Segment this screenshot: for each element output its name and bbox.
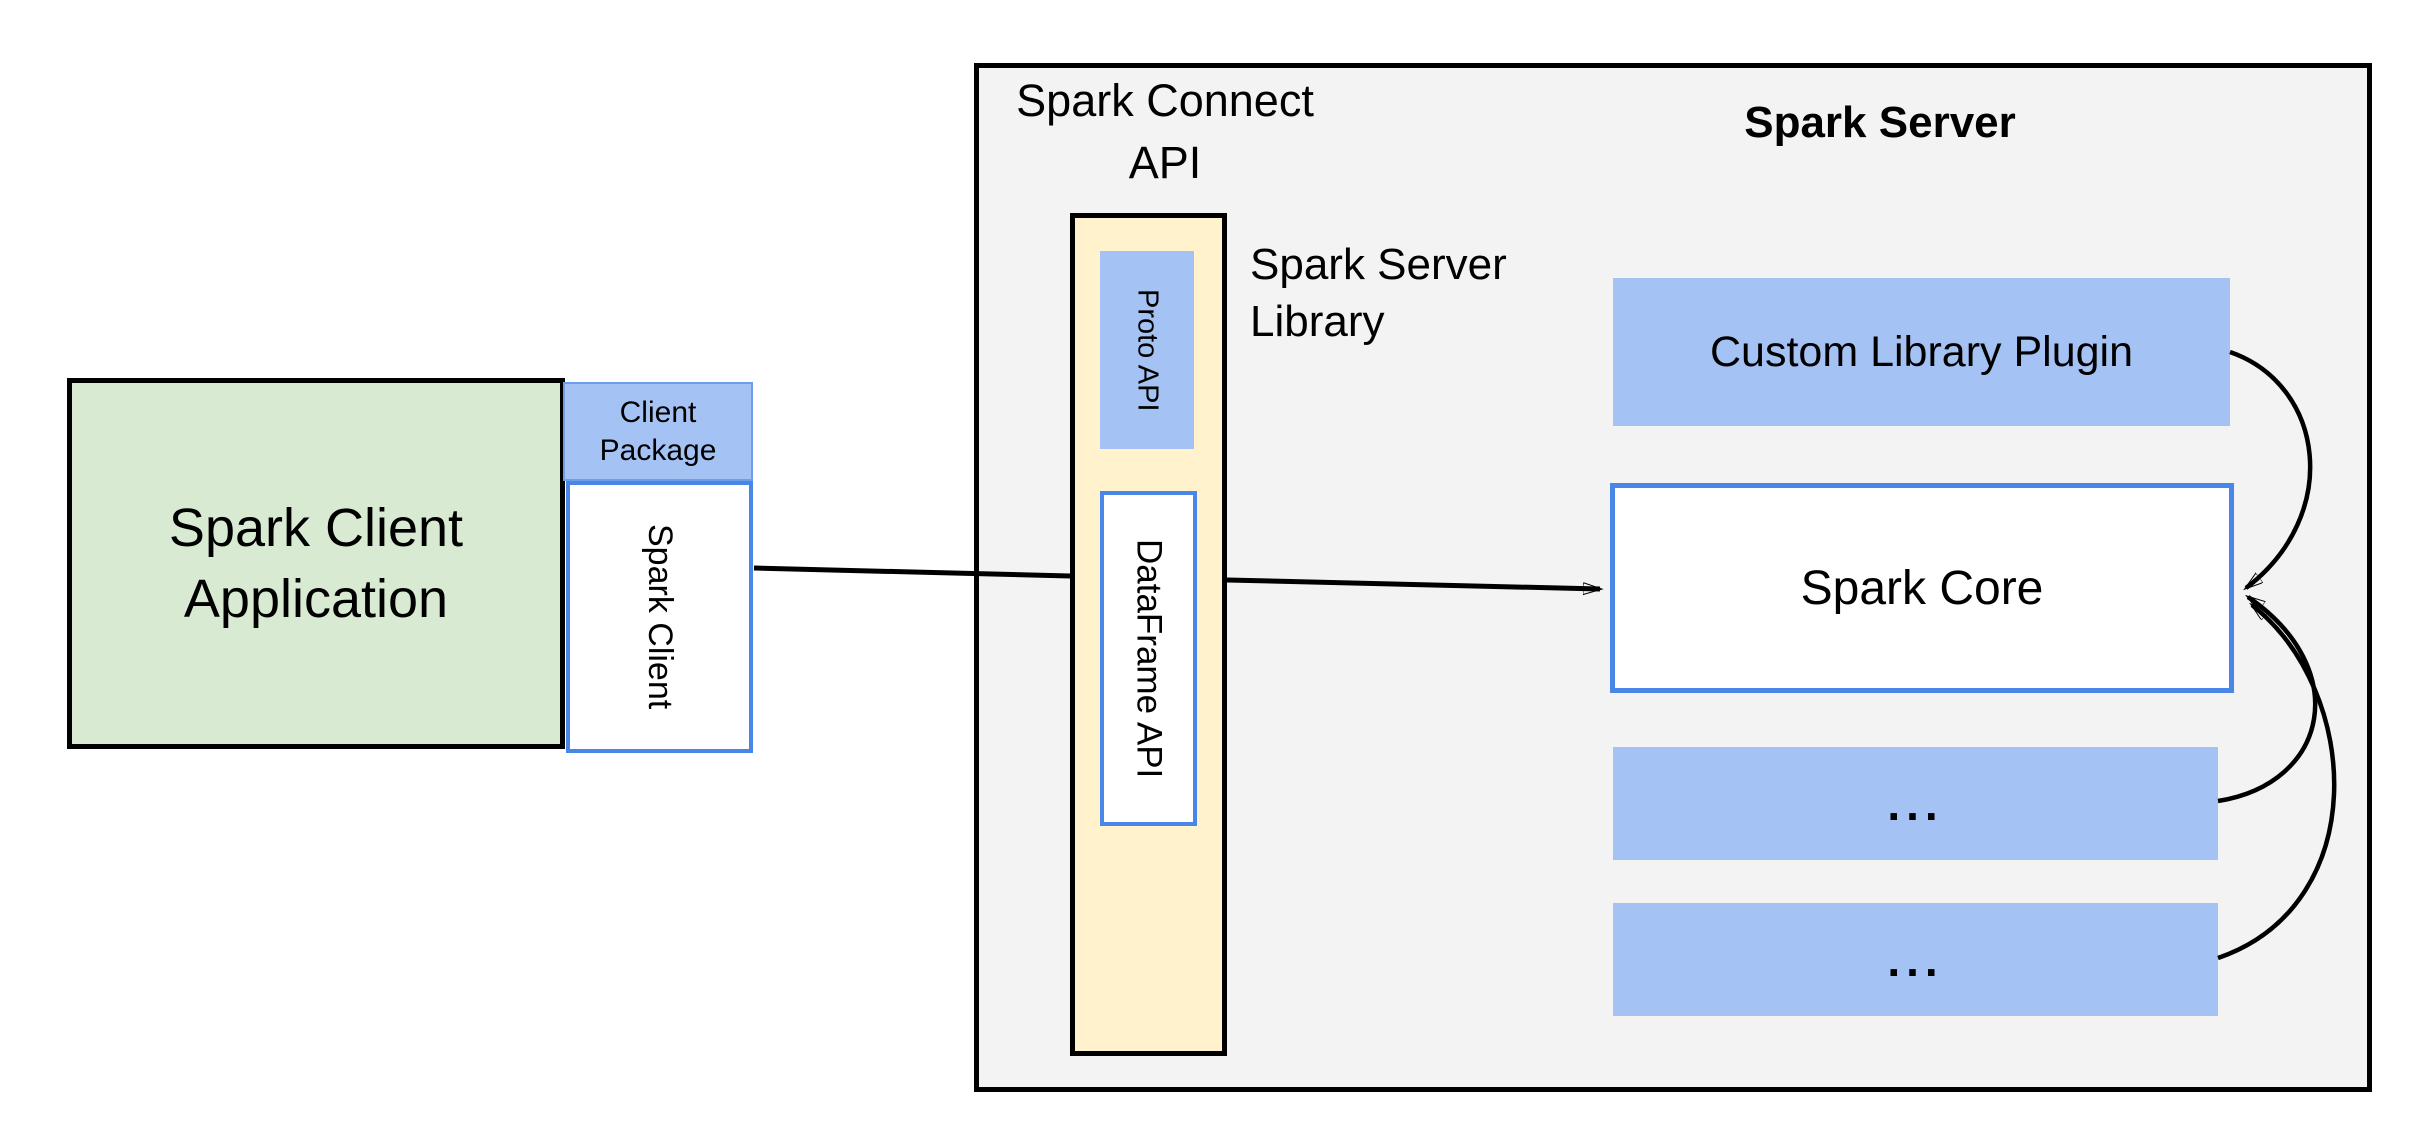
ellipsis-label-1: ... (1887, 777, 1944, 830)
plugin-placeholder-box-2: ... (1613, 903, 2218, 1016)
custom-library-plugin-box: Custom Library Plugin (1613, 278, 2230, 426)
ellipsis-label-2: ... (1887, 933, 1944, 986)
spark-client-application-box: Spark Client Application (67, 378, 565, 749)
dataframe-api-label: DataFrame API (1129, 538, 1169, 779)
proto-api-label: Proto API (1131, 288, 1164, 412)
dataframe-api-box: DataFrame API (1100, 491, 1197, 826)
proto-api-box: Proto API (1100, 251, 1194, 449)
spark-client-label: Spark Client (641, 524, 679, 710)
client-package-label: Client Package (599, 396, 717, 467)
spark-client-box: Spark Client (566, 481, 753, 753)
spark-connect-api-title: Spark Connect API (1016, 75, 1314, 189)
spark-core-label: Spark Core (1800, 561, 2044, 615)
spark-server-title: Spark Server (1744, 98, 2016, 147)
spark-client-application-label: Spark Client Application (168, 498, 464, 629)
custom-library-plugin-label: Custom Library Plugin (1709, 327, 2133, 376)
plugin-placeholder-box-1: ... (1613, 747, 2218, 860)
spark-core-box: Spark Core (1610, 483, 2234, 693)
client-package-box: Client Package (563, 382, 753, 481)
spark-server-library-label: Spark Server Library (1250, 240, 1507, 347)
